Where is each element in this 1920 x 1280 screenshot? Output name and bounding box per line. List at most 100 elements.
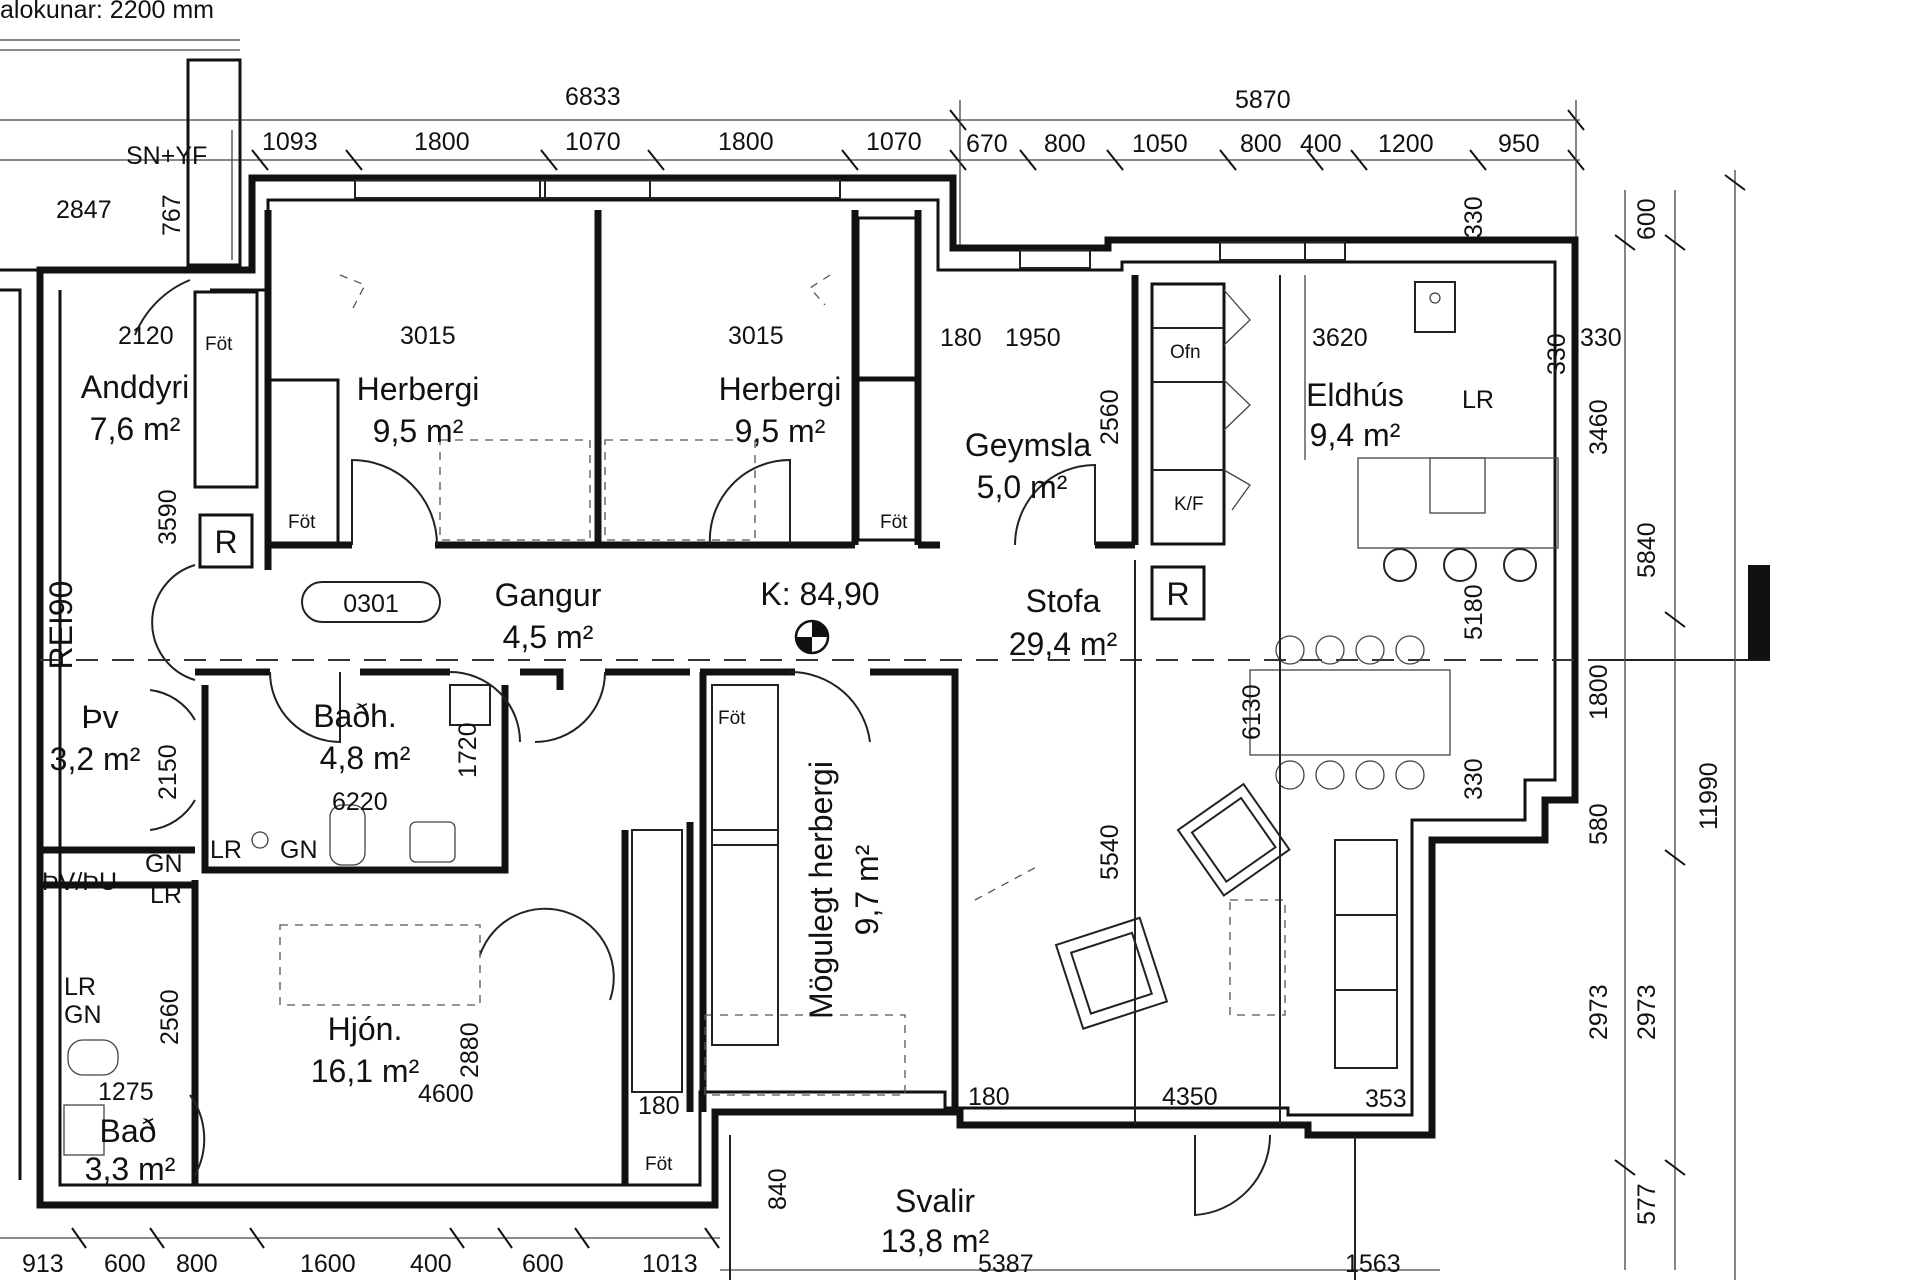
dim-353: 353 (1365, 1085, 1407, 1113)
room-hjon-area: 16,1 m² (311, 1053, 420, 1089)
room-thv-name: Þv (81, 699, 118, 735)
dim-top-8: 1050 (1132, 130, 1188, 158)
room-geymsla-area: 5,0 m² (977, 469, 1068, 505)
dim-4600: 4600 (418, 1080, 474, 1108)
room-herbergi1-name: Herbergi (357, 371, 480, 407)
room-gangur-name: Gangur (495, 577, 602, 613)
dim-top-5: 1070 (866, 128, 922, 156)
elevation-label: K: 84,90 (760, 576, 879, 612)
room-geymsla-name: Geymsla (965, 427, 1091, 463)
gn-label-small-bath: GN (64, 1001, 102, 1029)
door-swings (134, 279, 1272, 1217)
dim-top-7: 800 (1044, 130, 1086, 158)
fire-rating-label: REI90 (43, 581, 79, 670)
dim-5180: 5180 (1460, 584, 1488, 640)
dim-180-b: 180 (638, 1092, 680, 1120)
dim-right-2973-b: 2973 (1633, 984, 1661, 1040)
room-bad-name: Bað (100, 1113, 157, 1149)
dim-1720: 1720 (454, 722, 482, 778)
room-eldhus-name: Eldhús (1306, 377, 1404, 413)
riser-2-label: R (1166, 576, 1189, 612)
dim-right-3460: 3460 (1585, 399, 1613, 455)
dim-2120: 2120 (118, 322, 174, 350)
header-note: alokunar: 2200 mm (0, 0, 214, 24)
dim-top-2: 1800 (414, 128, 470, 156)
room-herbergi2-name: Herbergi (719, 371, 842, 407)
unit-id: 0301 (343, 590, 399, 618)
dim-right-11990: 11990 (1695, 762, 1723, 830)
dim-right-580: 580 (1585, 803, 1613, 845)
dim-4350: 4350 (1162, 1083, 1218, 1111)
dim-right-577: 577 (1633, 1183, 1661, 1225)
wardrobe-label-herbergi1: Föt (288, 512, 316, 533)
dim-2880: 2880 (456, 1022, 484, 1078)
dim-top-4: 1800 (718, 128, 774, 156)
lr-label-laundry: LR (150, 881, 182, 909)
dim-1950: 1950 (1005, 324, 1061, 352)
room-badh-area: 4,8 m² (320, 740, 411, 776)
dim-2560-b: 2560 (156, 989, 184, 1045)
lr-label-kitchen: LR (1462, 386, 1494, 414)
dim-bottom-1600: 1600 (300, 1250, 356, 1278)
top-dimension-lines (0, 100, 1585, 260)
room-hjon-name: Hjón. (328, 1011, 403, 1047)
dim-bottom-1013: 1013 (642, 1250, 698, 1278)
bottom-dimension-lines (0, 1227, 1440, 1271)
bathroom-fixtures (63, 684, 491, 1156)
room-gangur-area: 4,5 m² (503, 619, 594, 655)
top-windows (354, 179, 1346, 269)
riser-1-label: R (214, 524, 237, 560)
dim-6220: 6220 (332, 788, 388, 816)
riser-1-box (198, 513, 254, 569)
bedroom-beds (279, 274, 906, 1096)
dim-bottom-800: 800 (176, 1250, 218, 1278)
unit-id-badge (301, 581, 441, 623)
dim-top-6: 670 (966, 130, 1008, 158)
room-svalir-name: Svalir (895, 1183, 975, 1219)
room-eldhus-area: 9,4 m² (1310, 417, 1401, 453)
dim-right-600: 600 (1633, 198, 1661, 240)
dim-overall-right: 5870 (1235, 86, 1291, 114)
upper-left-shaft (186, 58, 242, 267)
dim-bottom-913: 913 (22, 1250, 64, 1278)
dim-180-a: 180 (940, 324, 982, 352)
oven-label: Ofn (1170, 342, 1201, 363)
interior-walls (36, 210, 1139, 1185)
dim-2560-a: 2560 (1096, 389, 1124, 445)
dim-3015-b: 3015 (728, 322, 784, 350)
room-stofa-name: Stofa (1026, 583, 1101, 619)
dim-180-c: 180 (968, 1083, 1010, 1111)
living-room-furniture (974, 275, 1559, 1125)
dim-right-1800: 1800 (1585, 664, 1613, 720)
room-bad-area: 3,3 m² (85, 1151, 176, 1187)
dim-right-5840: 5840 (1633, 522, 1661, 578)
room-mogulegt-area: 9,7 m² (849, 844, 885, 935)
gn-label-laundry: GN (145, 850, 183, 878)
dim-bottom-5387: 5387 (978, 1250, 1034, 1278)
room-thv-area: 3,2 m² (50, 741, 141, 777)
room-herbergi1-area: 9,5 m² (373, 413, 464, 449)
dim-5540: 5540 (1096, 824, 1124, 880)
lr-label-bath: LR (210, 836, 242, 864)
dim-3620: 3620 (1312, 324, 1368, 352)
dim-top-1: 1093 (262, 128, 318, 156)
room-anddyri-area: 7,6 m² (90, 411, 181, 447)
dim-330-c: 330 (1460, 758, 1488, 800)
room-anddyri-name: Anddyri (81, 369, 190, 405)
fridge-label: K/F (1174, 494, 1204, 515)
dim-2150: 2150 (154, 744, 182, 800)
dim-top-3: 1070 (565, 128, 621, 156)
appliance-column (1150, 282, 1251, 546)
dim-330-b: 330 (1580, 324, 1622, 352)
dim-right-2973-a: 2973 (1585, 984, 1613, 1040)
dim-bottom-1563: 1563 (1345, 1250, 1401, 1278)
dim-bottom-400: 400 (410, 1250, 452, 1278)
room-badh-name: Baðh. (313, 698, 397, 734)
dim-330-a: 330 (1460, 196, 1488, 238)
dim-top-11: 1200 (1378, 130, 1434, 158)
dim-767: 767 (158, 194, 186, 236)
dim-right-330: 330 (1543, 333, 1571, 375)
wardrobe-label-anddyri: Föt (205, 334, 233, 355)
wardrobe-label-herbergi2: Föt (880, 512, 908, 533)
exterior-walls (0, 174, 1579, 1209)
